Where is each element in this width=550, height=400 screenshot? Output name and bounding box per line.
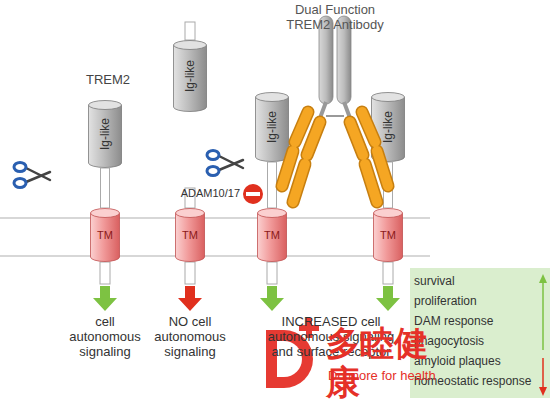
- outcome-item: proliferation: [414, 291, 546, 311]
- watermark-slogan: Do more for health: [328, 368, 468, 383]
- receptor-stem: [185, 262, 195, 284]
- antibody: [282, 16, 388, 202]
- watermark-text: 多睦健康: [326, 324, 456, 400]
- receptor-stem: [267, 262, 277, 284]
- shed-stalk: [185, 22, 195, 40]
- enzyme-name: ADAM10/17: [150, 187, 240, 200]
- outcome-item: survival: [414, 271, 546, 291]
- receptor-stem: [100, 262, 110, 284]
- signal-arrow: [93, 286, 117, 311]
- increase-arrowhead: [539, 274, 547, 283]
- receptor-name: TREM2: [78, 72, 138, 87]
- receptor-stalk: [272, 162, 273, 208]
- domain-label: TM: [264, 229, 280, 241]
- tm-domain: TM: [373, 208, 403, 262]
- scissors-icon: [14, 163, 50, 188]
- outcome-item: phagocytosis: [414, 331, 546, 351]
- membrane-line: [0, 217, 430, 218]
- membrane-line: [0, 255, 430, 256]
- domain-label: Ig-like: [98, 118, 112, 150]
- domain-label: Ig-like: [183, 60, 197, 92]
- domain-label: Ig-like: [381, 111, 395, 143]
- domain-label: TM: [97, 229, 113, 241]
- domain-label: Ig-like: [265, 111, 279, 143]
- ig-like-domain: Ig-like: [173, 40, 207, 112]
- tm-domain: TM: [175, 208, 205, 262]
- outcome-text: cell autonomous signaling: [58, 314, 152, 359]
- decrease-arrow: [542, 358, 544, 388]
- no-signal-arrow: [178, 286, 202, 311]
- outcome-text: NO cell autonomous signaling: [143, 314, 237, 359]
- increase-arrow: [542, 282, 544, 350]
- tm-domain: TM: [257, 208, 287, 262]
- ig-like-domain: Ig-like: [255, 92, 289, 162]
- scissors-icon: [207, 151, 243, 176]
- inhibit-bar: [246, 192, 260, 196]
- inhibit-sign: [243, 184, 263, 204]
- domain-label: TM: [380, 229, 396, 241]
- decrease-arrowhead: [539, 387, 547, 396]
- signal-arrow: [376, 286, 400, 311]
- signal-arrow: [260, 286, 284, 311]
- antibody-title: Dual Function TREM2 Antibody: [285, 2, 385, 32]
- ig-like-domain: Ig-like: [88, 100, 122, 168]
- tm-domain: TM: [90, 208, 120, 262]
- receptor-stalk: [105, 168, 106, 208]
- domain-label: TM: [182, 229, 198, 241]
- receptor-stem: [383, 262, 393, 284]
- outcome-item: DAM response: [414, 311, 546, 331]
